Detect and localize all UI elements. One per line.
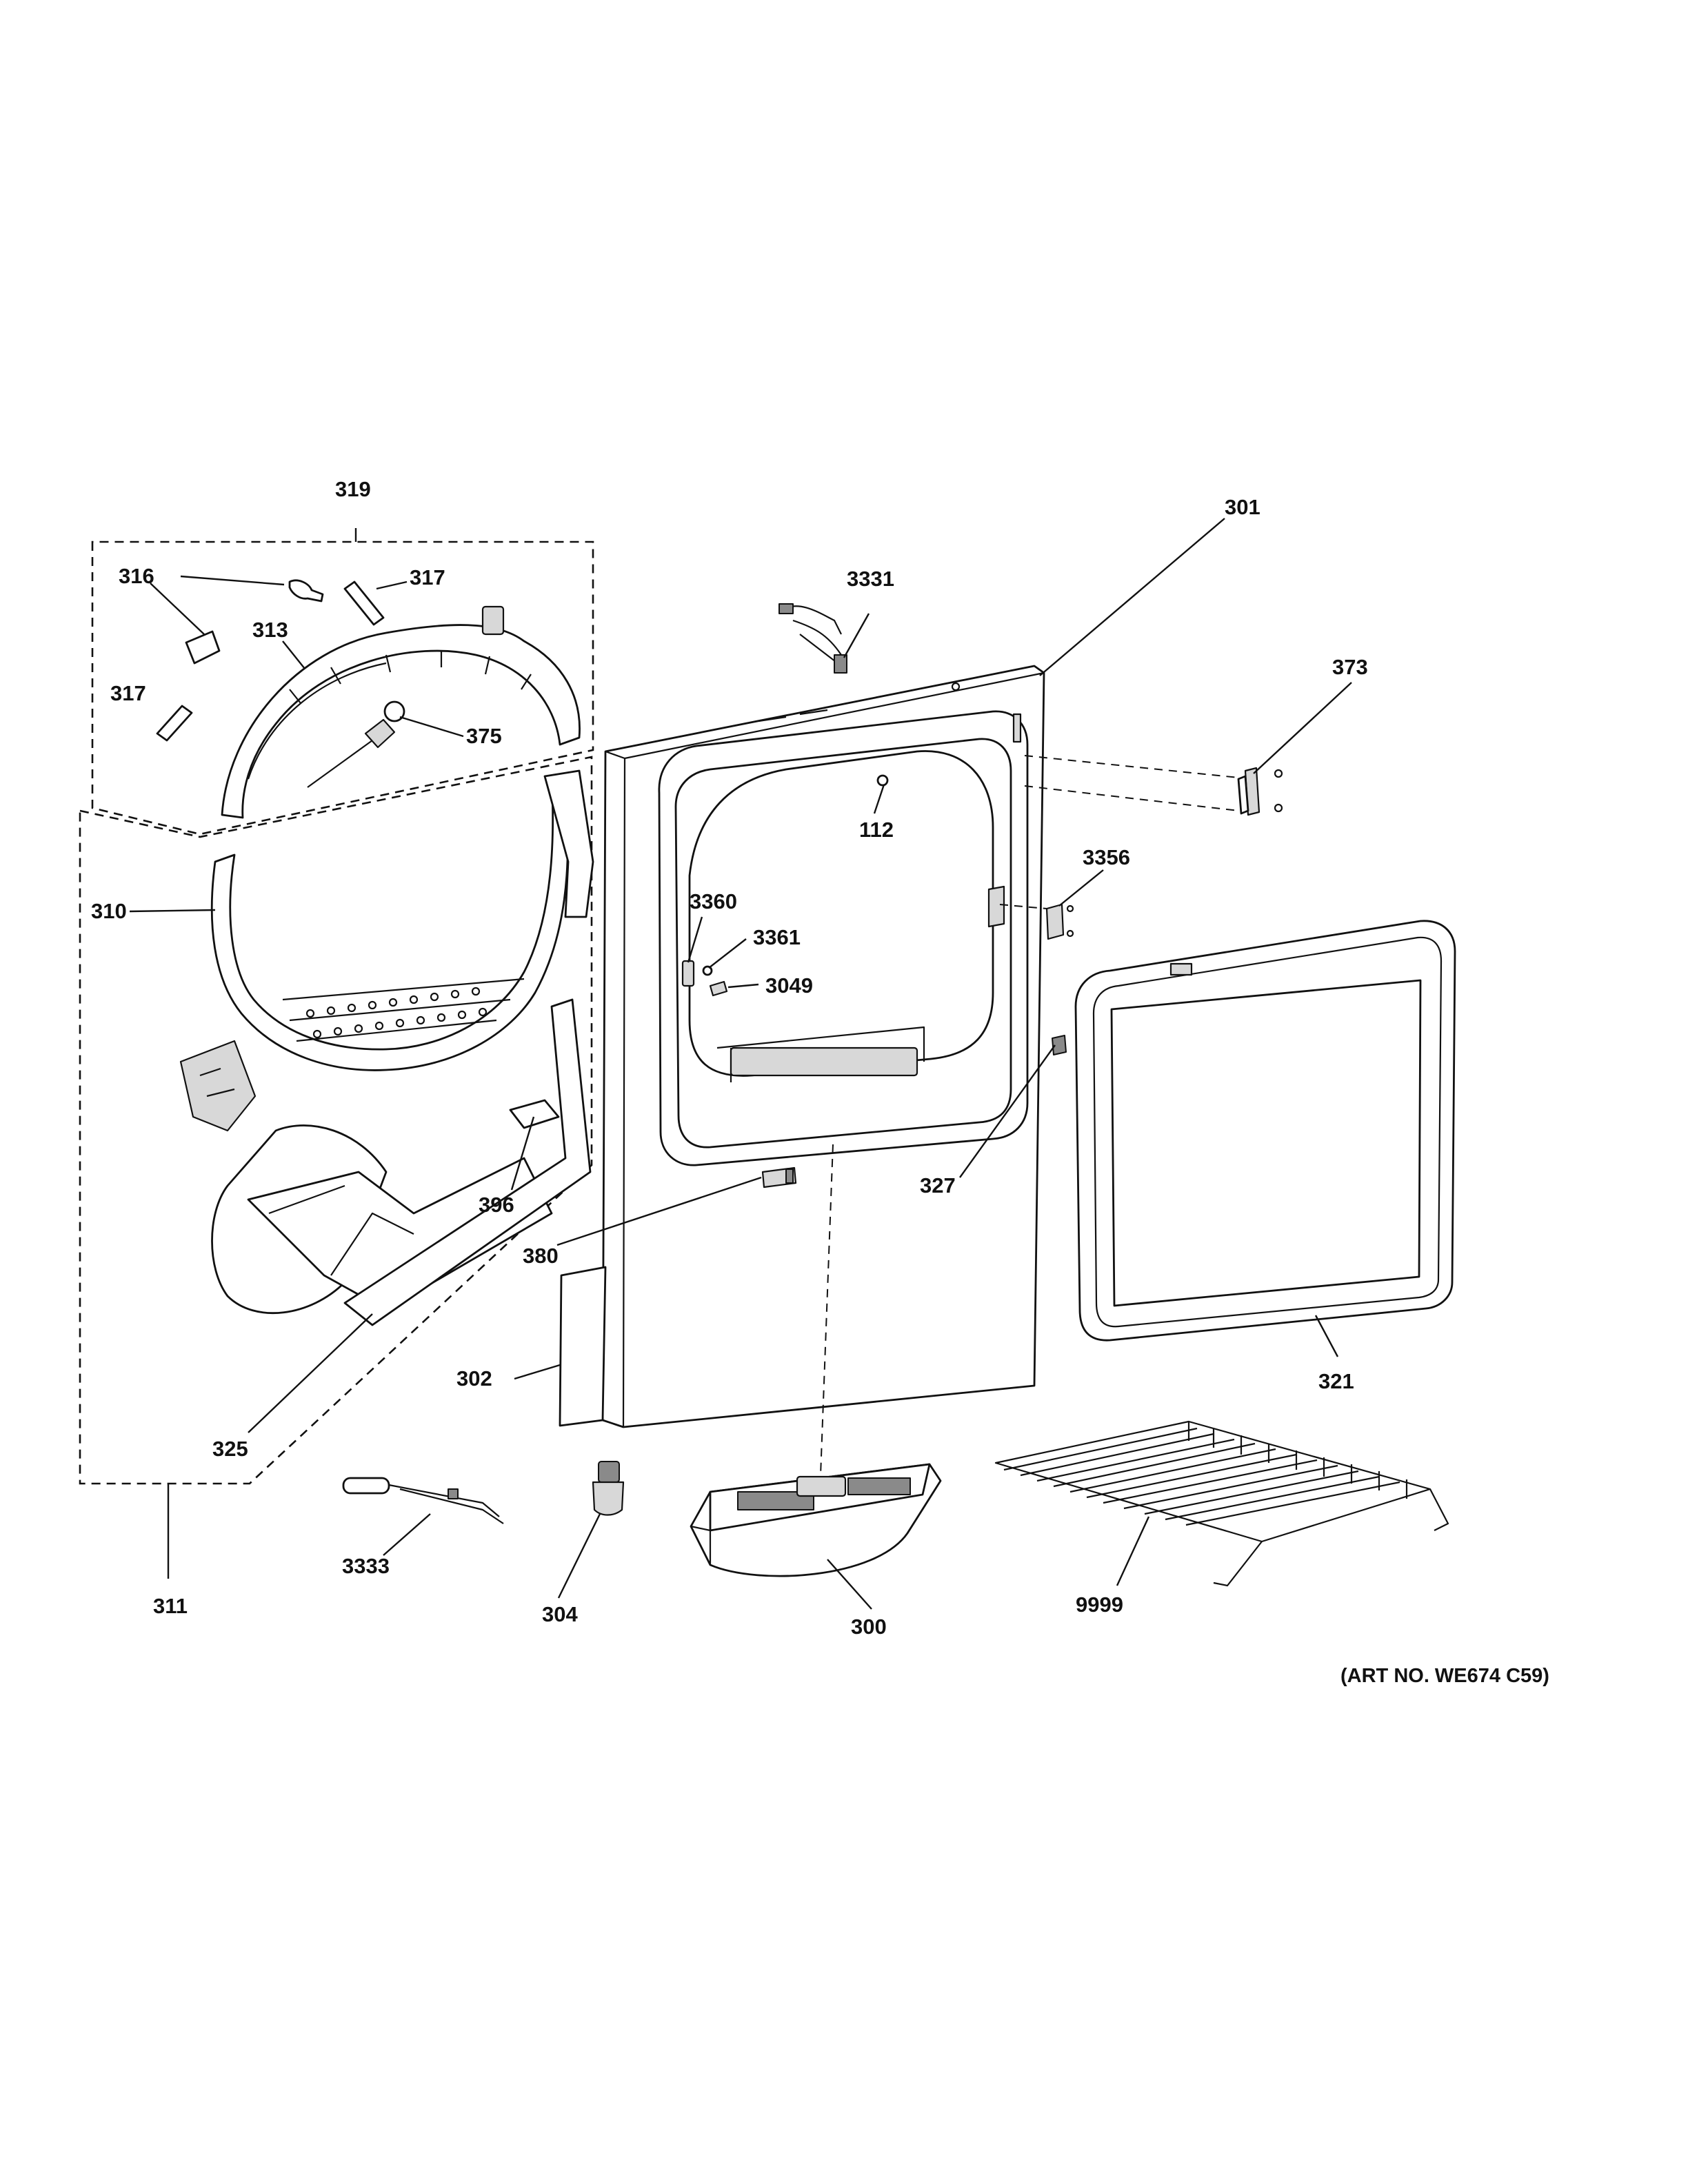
part-labels: 319 316 317 313 317 375 310 396 325 311 … xyxy=(91,477,1549,1687)
hinge-3356 xyxy=(1045,903,1074,940)
front-panel-301 xyxy=(601,665,1045,1428)
upper-bulkhead-313 xyxy=(221,605,581,819)
label-317-top: 317 xyxy=(410,565,445,589)
label-301: 301 xyxy=(1225,495,1260,519)
label-396: 396 xyxy=(479,1193,514,1217)
label-317-left: 317 xyxy=(110,681,146,705)
label-3356: 3356 xyxy=(1083,845,1130,869)
knob-304 xyxy=(592,1461,625,1516)
assembly-319-outline xyxy=(91,528,594,836)
label-380: 380 xyxy=(523,1244,559,1268)
switch-380 xyxy=(761,1166,797,1189)
label-325: 325 xyxy=(212,1437,248,1461)
label-321: 321 xyxy=(1318,1369,1354,1393)
label-375: 375 xyxy=(466,724,502,748)
label-319: 319 xyxy=(335,477,371,501)
label-327: 327 xyxy=(920,1173,956,1197)
leader-lines xyxy=(129,518,1352,1610)
rack-9999 xyxy=(994,1420,1449,1587)
label-316: 316 xyxy=(119,564,154,588)
label-373: 373 xyxy=(1332,655,1368,679)
label-3360: 3360 xyxy=(690,889,737,913)
label-3333: 3333 xyxy=(342,1554,390,1578)
sensor-375 xyxy=(307,700,405,788)
label-3049: 3049 xyxy=(765,973,813,998)
lower-bulkhead-310 xyxy=(179,769,594,1326)
harness-3333 xyxy=(342,1477,504,1524)
part-112 xyxy=(876,774,889,787)
door-321 xyxy=(1074,920,1456,1342)
label-9999: 9999 xyxy=(1076,1593,1123,1617)
clip-316 xyxy=(185,579,324,665)
label-112: 112 xyxy=(859,818,894,842)
catch-327 xyxy=(1052,1035,1067,1055)
label-311: 311 xyxy=(153,1594,188,1618)
harness-3331 xyxy=(778,603,847,674)
label-310: 310 xyxy=(91,899,127,923)
label-313: 313 xyxy=(252,618,288,642)
assembly-guides xyxy=(820,755,1239,1476)
label-3331: 3331 xyxy=(847,567,894,591)
pad-317-left xyxy=(156,705,193,742)
assembly-311-outline xyxy=(79,756,593,1579)
label-3361: 3361 xyxy=(753,925,801,949)
label-302: 302 xyxy=(456,1366,492,1391)
console-300 xyxy=(690,1463,942,1577)
latch-373 xyxy=(1237,767,1283,816)
insulation-302 xyxy=(559,1266,607,1427)
art-number: (ART NO. WE674 C59) xyxy=(1340,1665,1549,1687)
pad-317-top xyxy=(343,580,385,626)
label-300: 300 xyxy=(851,1615,887,1639)
label-304: 304 xyxy=(542,1602,578,1626)
